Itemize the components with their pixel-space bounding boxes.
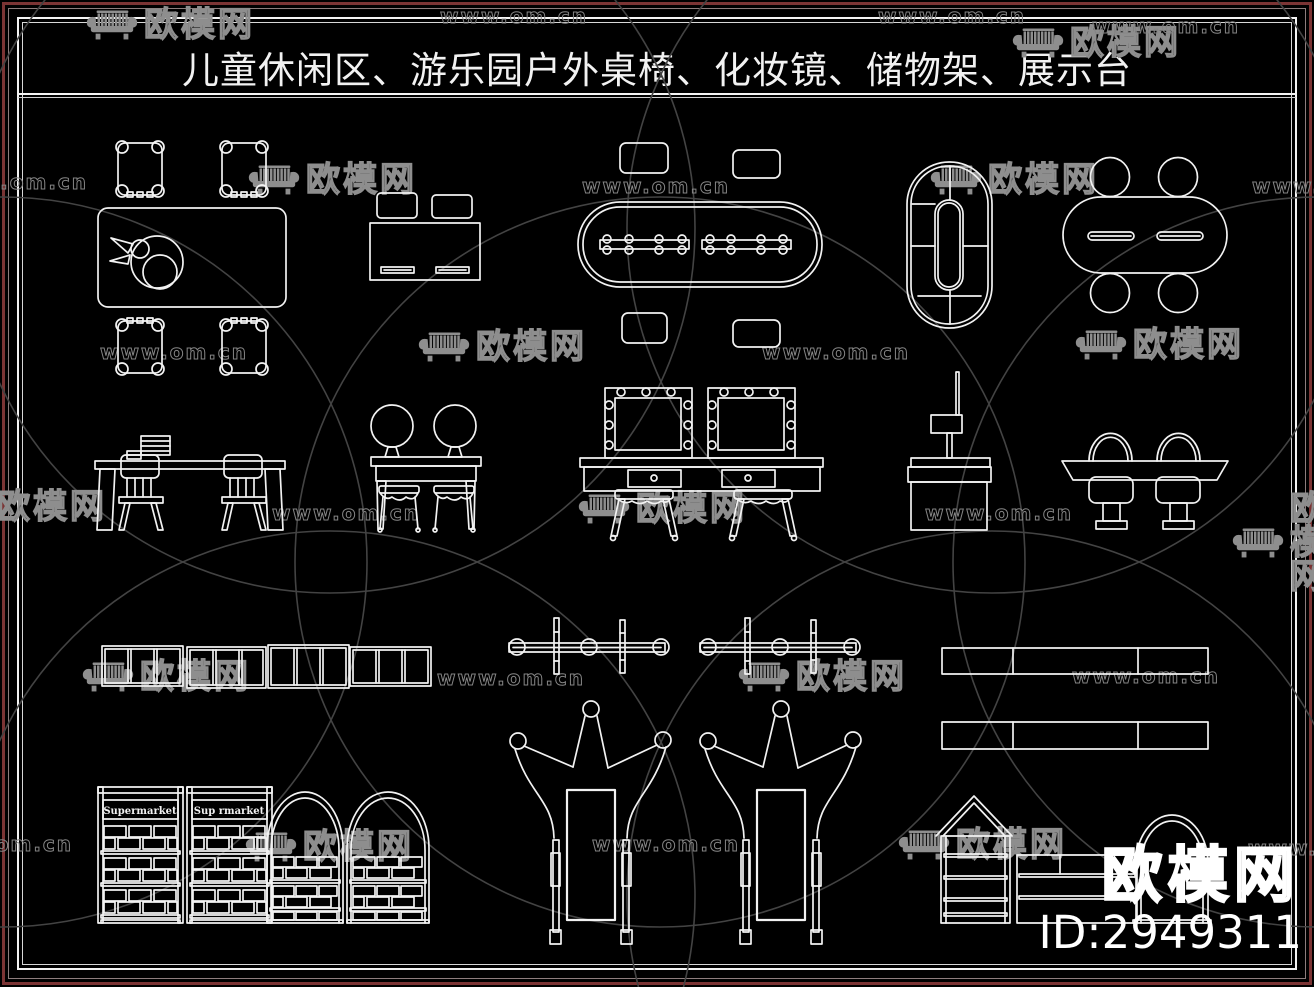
oval-table-four-stools-plan [1062, 156, 1228, 314]
stadium-picnic-table-plan [577, 142, 823, 348]
chair-plan [219, 317, 269, 376]
clothes-rack-plan [508, 617, 670, 675]
cubby-storage-shelf-elevation [101, 644, 432, 689]
chair-plan [219, 140, 269, 198]
makeup-mirror-station-elevation [579, 387, 824, 542]
crown-mirror-1 [509, 700, 672, 945]
arch-brick-shelf-2 [346, 791, 430, 924]
double-seat-bench-plan [369, 192, 481, 281]
arch-brick-shelf-1 [266, 791, 344, 924]
spindle-chair [118, 454, 164, 531]
title-divider-inner [18, 97, 1296, 98]
chair-plan [115, 140, 165, 198]
lighted-mirror [604, 387, 693, 459]
stool [728, 489, 798, 542]
stool [609, 489, 679, 542]
kids-table-four-chairs-plan [97, 140, 287, 376]
double-mirror-dresser-elevation [370, 404, 482, 533]
wall-shelf-plan [941, 647, 1209, 675]
brand-overlay: 欧模网 [1101, 841, 1300, 911]
sign-podium-elevation [907, 371, 992, 531]
house-display-shelf [935, 795, 1138, 924]
title-divider [18, 93, 1296, 95]
arch-mirror [1132, 814, 1212, 924]
bar-table-two-stools-elevation [1061, 432, 1229, 530]
shelf-sign-label: Supermarket [103, 806, 177, 817]
model-id-overlay: ID:2949311 [1038, 906, 1303, 959]
stool [377, 485, 421, 533]
supermarket-shelf-2: Sup rmarket [186, 786, 273, 924]
clothes-rack-plan [699, 617, 861, 675]
crown-mirror-2 [699, 700, 862, 945]
spindle-chair [221, 454, 267, 531]
oval-display-island-plan [906, 161, 993, 329]
lighted-mirror [707, 387, 796, 459]
shelf-sign-label: Sup rmarket [194, 806, 265, 817]
chair-plan [115, 317, 165, 376]
wall-shelf-plan [941, 721, 1209, 750]
supermarket-shelf-1: Supermarket [97, 786, 184, 924]
stool [432, 485, 476, 533]
kids-desk-with-books-elevation [94, 435, 286, 531]
